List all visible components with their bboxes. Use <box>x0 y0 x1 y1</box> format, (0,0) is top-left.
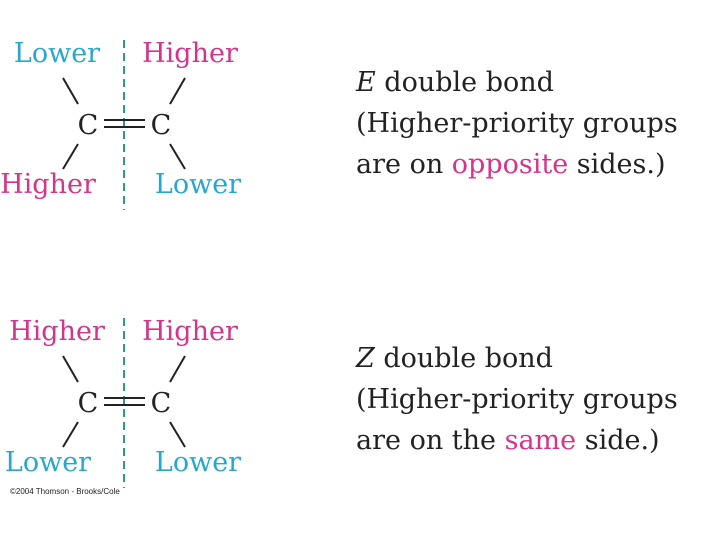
z-isomer-structure: Higher Higher C C Lower Lower <box>5 316 241 488</box>
e-bottom-right-label: Lower <box>155 169 241 200</box>
e-caption-title-rest: double bond <box>375 67 554 98</box>
e-bottom-left-label: Higher <box>0 169 96 200</box>
z-bond-top-left <box>62 355 79 383</box>
z-caption-line3-pre: are on the <box>356 425 505 456</box>
e-caption-line3: are on opposite sides.) <box>356 144 678 185</box>
e-top-left-label: Lower <box>14 38 100 69</box>
z-bond-top-right <box>169 355 186 383</box>
copyright-notice: ©2004 Thomson - Brooks/Cole <box>10 487 120 496</box>
e-bond-top-left <box>62 77 79 105</box>
z-caption-line3-highlight: same <box>504 425 577 456</box>
e-caption-line3-post: sides.) <box>568 149 666 180</box>
z-carbon-left: C <box>78 388 99 419</box>
e-carbon-right: C <box>151 110 172 141</box>
e-caption-line2: (Higher-priority groups <box>356 108 678 139</box>
e-isomer-structure: Lower Higher C C Higher Lower <box>0 38 241 210</box>
z-caption-title: Z double bond <box>356 338 678 379</box>
z-top-left-label: Higher <box>9 316 105 347</box>
e-bond-bottom-left <box>62 143 79 170</box>
z-top-right-label: Higher <box>142 316 238 347</box>
z-bond-bottom-right <box>169 421 186 448</box>
e-bond-bottom-right <box>169 143 186 170</box>
e-caption: E double bond (Higher-priority groups ar… <box>356 62 678 185</box>
e-caption-title: E double bond <box>356 62 678 103</box>
z-bottom-right-label: Lower <box>155 447 241 478</box>
z-bond-bottom-left <box>62 421 79 448</box>
e-caption-line3-highlight: opposite <box>451 149 569 180</box>
z-caption-letter: Z <box>356 343 375 374</box>
e-carbon-left: C <box>78 110 99 141</box>
z-bottom-left-label: Lower <box>5 447 91 478</box>
e-caption-letter: E <box>356 67 376 98</box>
z-caption: Z double bond (Higher-priority groups ar… <box>356 338 678 461</box>
e-bond-top-right <box>169 77 186 105</box>
z-caption-title-rest: double bond <box>374 343 553 374</box>
e-top-right-label: Higher <box>142 38 238 69</box>
z-caption-line3: are on the same side.) <box>356 420 678 461</box>
z-caption-line3-post: side.) <box>576 425 660 456</box>
z-carbon-right: C <box>151 388 172 419</box>
e-caption-line3-pre: are on <box>356 149 452 180</box>
z-caption-line2: (Higher-priority groups <box>356 384 678 415</box>
